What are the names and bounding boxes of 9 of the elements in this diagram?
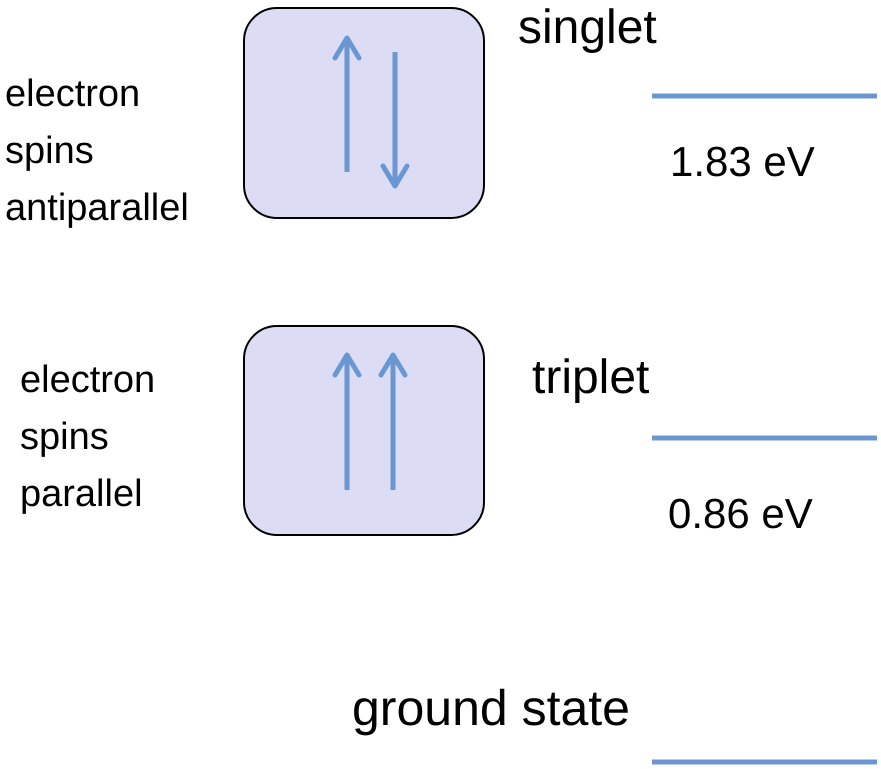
energy-value: 0.86 eV <box>668 490 813 538</box>
state-label: singlet <box>518 0 657 56</box>
state-label: triplet <box>532 350 650 406</box>
state-description: electron spins parallel <box>20 358 156 517</box>
state-label: ground state <box>352 680 630 738</box>
state-box <box>243 7 485 219</box>
state-description: electron spins antiparallel <box>5 72 189 231</box>
energy-value: 1.83 eV <box>670 138 815 186</box>
state-box <box>243 325 485 536</box>
